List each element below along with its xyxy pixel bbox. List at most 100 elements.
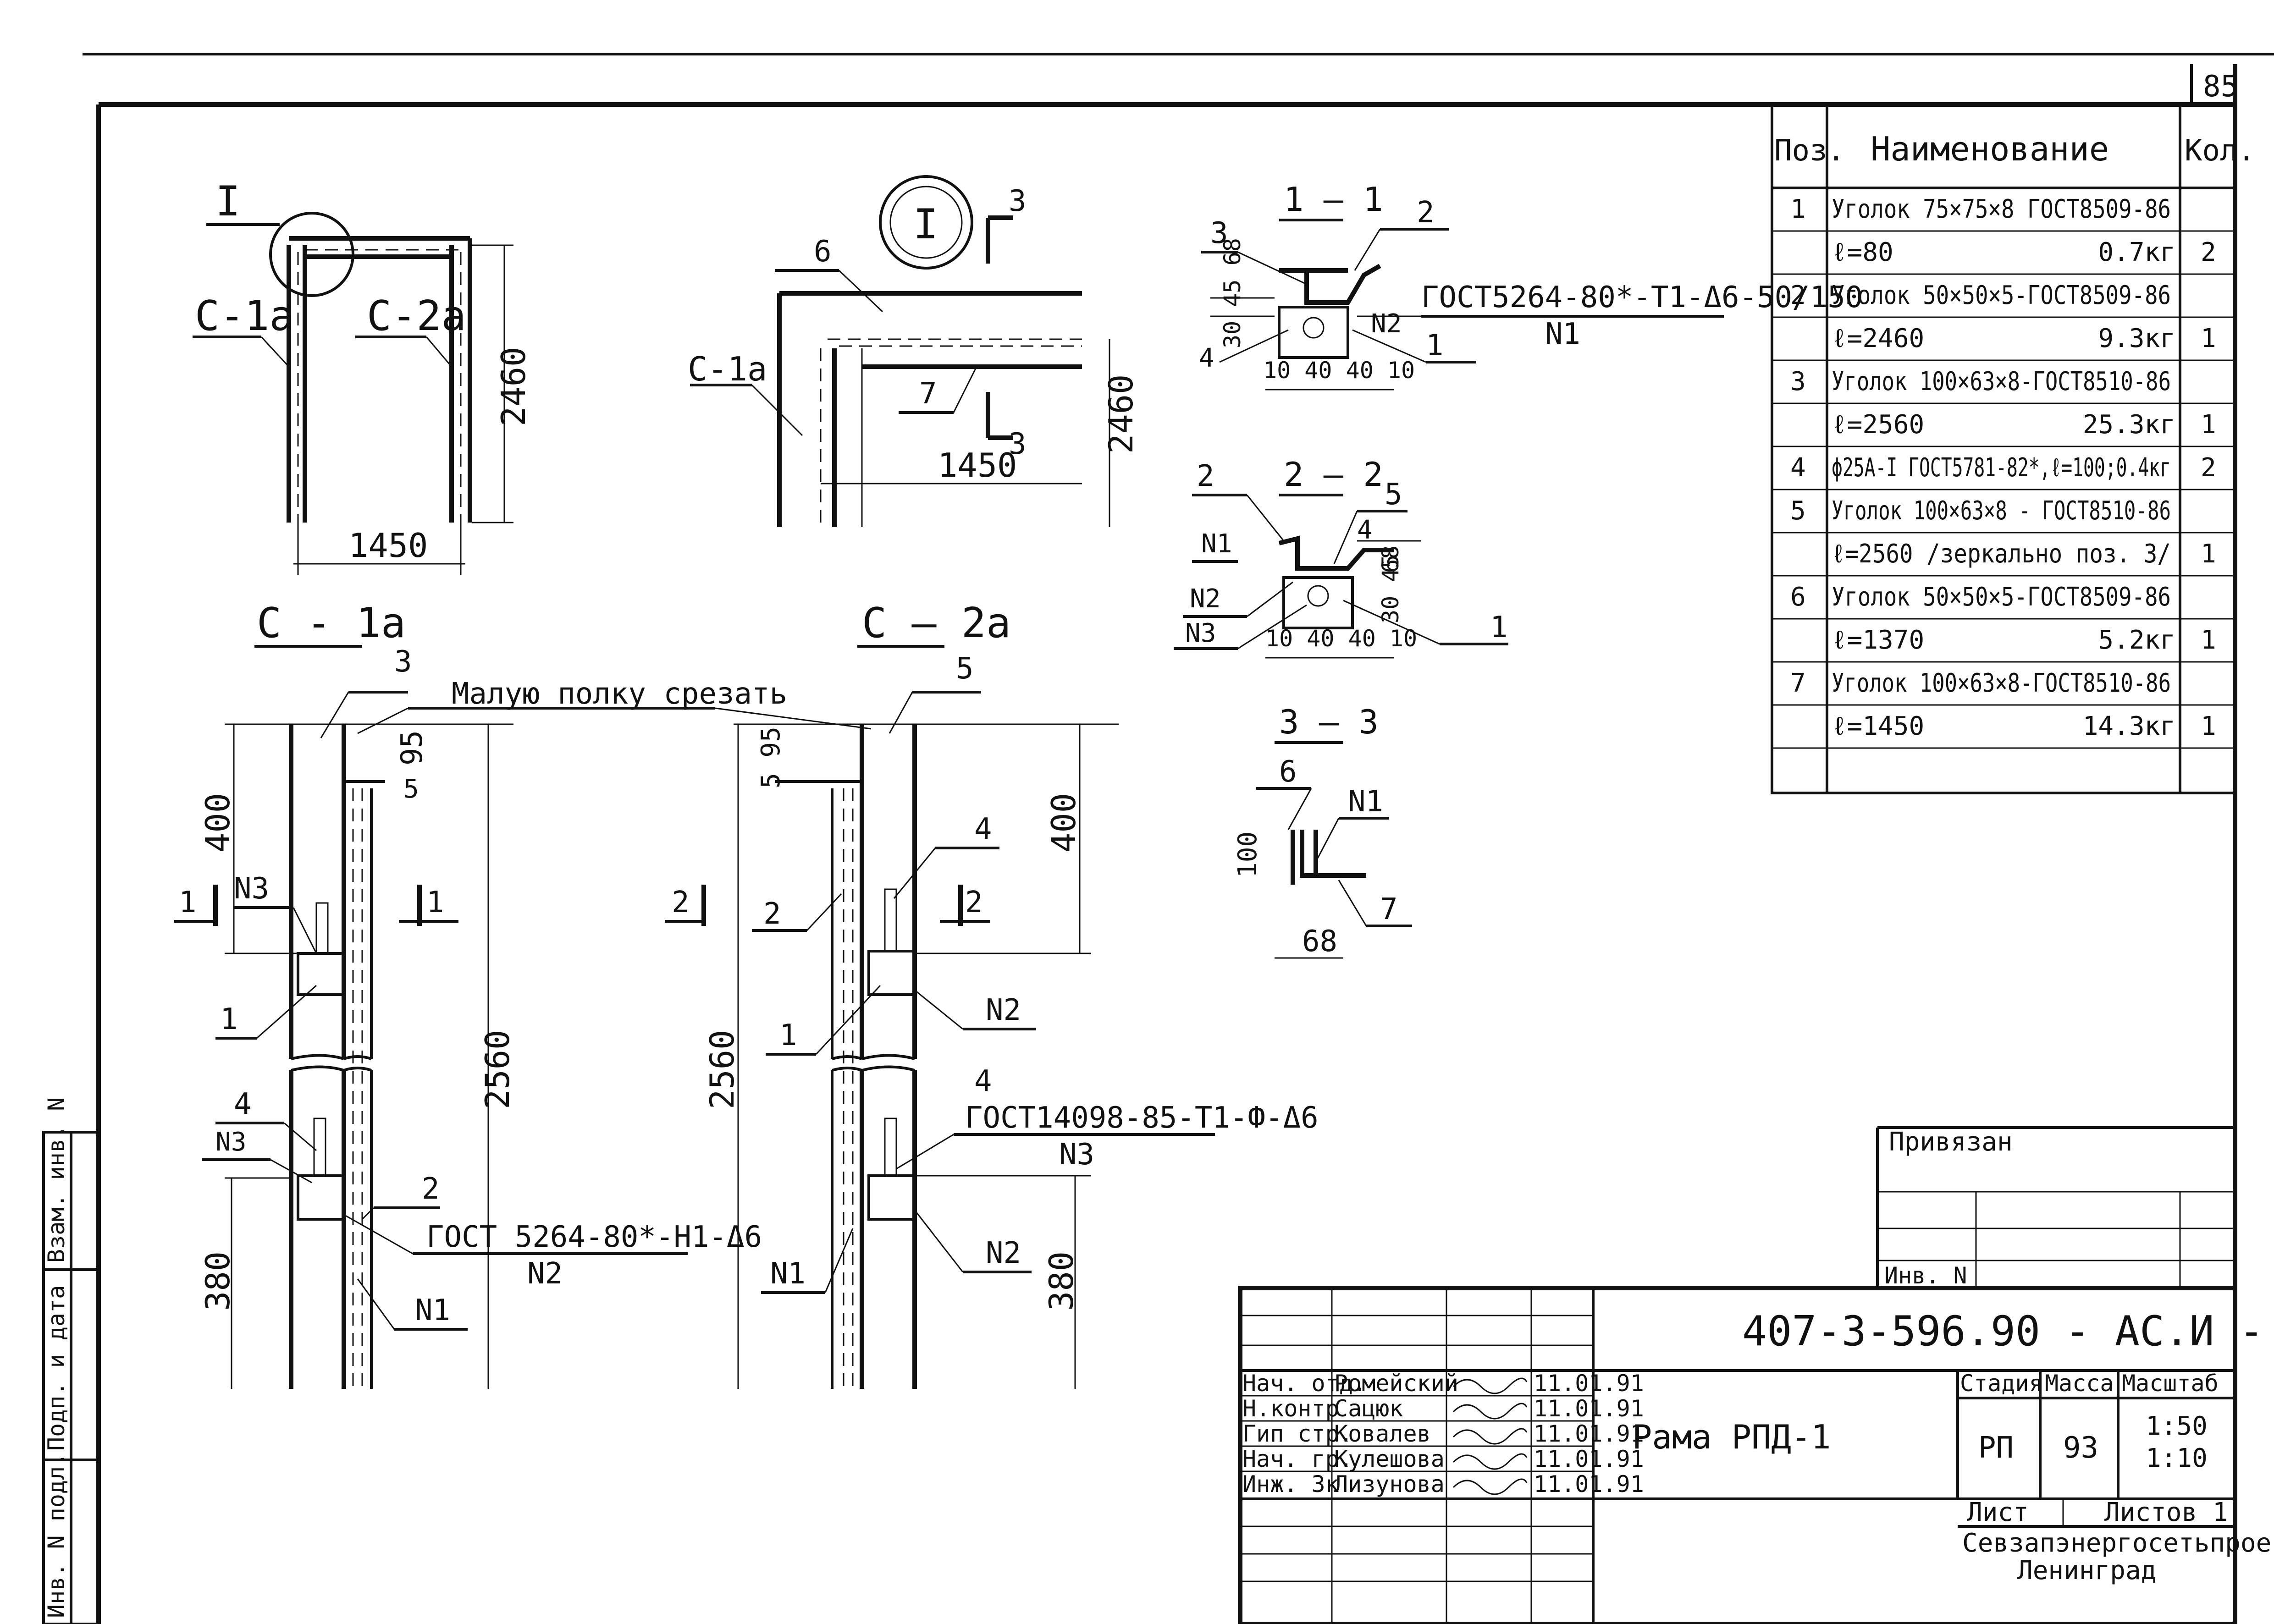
c1a-weld-n3-top: N3	[234, 872, 269, 906]
c1a-plate-bottom	[297, 1174, 345, 1221]
c2a-pos-2: 2	[763, 897, 781, 931]
c1a-length-dimension: 2560	[478, 1030, 517, 1109]
section-3-3-view: 3 — 3 6 N1 100 7 68	[1233, 703, 1412, 959]
sec22-dim-3045: 30 45	[1377, 554, 1404, 623]
spec-header-name: Наименование	[1871, 130, 2109, 168]
sec33-pos-7: 7	[1380, 892, 1398, 926]
mass-value: 93	[2063, 1431, 2098, 1465]
spec-mass: 9.3кг	[2098, 324, 2175, 353]
privyazan-title: Привязан	[1889, 1127, 2013, 1157]
cut-flange-note: Малую полку срезать	[452, 677, 787, 711]
sec11-weld-number: N1	[1545, 317, 1580, 351]
c2a-weld-spec: ГОСТ14098-85-Т1-Ф-Δ6	[965, 1101, 1319, 1135]
spec-name: ℓ=2560 /зеркально поз. 3/	[1832, 539, 2171, 569]
spec-qty: 1	[2201, 539, 2216, 569]
page-number: 85	[2203, 70, 2238, 104]
c2a-length-dimension: 2560	[703, 1030, 741, 1109]
organization-name: Севзапэнергосетьпроект	[1962, 1528, 2274, 1558]
stamp-signature-date: Подп. и дата	[43, 1285, 70, 1451]
right-column-label: С-2а	[367, 292, 466, 340]
signer-name: Сацюк	[1334, 1395, 1403, 1422]
section-1-1-bar	[1303, 317, 1325, 339]
sec33-pos-6: 6	[1279, 755, 1297, 789]
scale-value-2: 1:10	[2146, 1443, 2208, 1473]
privyazan-inv: Инв. N	[1884, 1262, 1967, 1289]
spec-pos: 5	[1790, 496, 1806, 526]
spec-header-qty: Кол.	[2185, 134, 2255, 168]
c2a-break	[832, 1054, 915, 1072]
spec-name: Уголок 100×63×8-ГОСТ8510-86	[1832, 367, 2171, 396]
c2a-weld-n1: N1	[770, 1257, 806, 1291]
stamp-original-inv: Инв. N подл.	[43, 1453, 70, 1618]
c1a-pos-4: 4	[234, 1087, 252, 1121]
signer-role: Гип стр.	[1242, 1420, 1353, 1447]
c1a-weld-n1: N1	[415, 1294, 450, 1327]
spec-mass: 14.3кг	[2083, 711, 2175, 741]
signer-name: Кулешова	[1334, 1446, 1445, 1472]
spec-pos: 3	[1790, 367, 1806, 396]
section-1-1-plate	[1278, 306, 1349, 359]
signer-role: Нач. отд.	[1242, 1370, 1367, 1397]
section-3-label-bottom: 3	[1009, 427, 1027, 461]
c2a-title: С — 2а	[862, 599, 1011, 647]
spec-pos: 7	[1790, 668, 1806, 698]
signer-date: 11.01.91	[1534, 1471, 1644, 1497]
privyazan-block: Привязан Инв. N	[1876, 1126, 2235, 1289]
section-2-2-plate	[1282, 576, 1354, 629]
section-1-1-view: 1 — 1 3 2 30 45 68 4 ГОСТ5264-80*-Т1-Δ6-…	[1199, 180, 1863, 391]
sec22-weld-n1: N1	[1201, 529, 1232, 559]
sec22-pos-4: 4	[1357, 515, 1373, 545]
sec33-dim-100: 100	[1233, 831, 1263, 878]
width-dimension: 1450	[348, 526, 428, 565]
stage-label: Стадия	[1960, 1370, 2043, 1397]
node-width-dimension: 1450	[938, 446, 1017, 484]
drawing-code: 407-3-596.90 - АС.И - 114	[1742, 1307, 2274, 1355]
signature-mark	[1452, 1377, 1528, 1394]
c1a-cut-label-right: 1	[426, 886, 444, 919]
stamp-replacement-inv: Взам. инв. N	[43, 1097, 70, 1263]
c1a-plate-top	[297, 952, 345, 996]
c1a-pos-3: 3	[394, 645, 412, 679]
column-c2a-view: С — 2а 2560 5 95 5 400 2 2 4 2	[665, 599, 1319, 1389]
signer-date: 11.01.91	[1534, 1370, 1644, 1397]
node-pos-6: 6	[814, 235, 832, 269]
spec-mass: 5.2кг	[2098, 625, 2175, 655]
signature-mark	[1452, 1428, 1528, 1445]
c1a-weld-n3-bottom: N3	[215, 1127, 246, 1157]
spec-name: Уголок 50×50×5-ГОСТ8509-86	[1832, 281, 2171, 310]
sec22-dim-68: 68	[1377, 545, 1404, 573]
c2a-weld-n2-bottom: N2	[986, 1236, 1021, 1270]
spec-qty: 1	[2201, 711, 2216, 741]
spec-qty: 2	[2201, 453, 2216, 483]
sec11-weld-n2: N2	[1371, 309, 1402, 339]
node-I-mark: I	[215, 177, 240, 226]
spec-name: ℓ=2460	[1832, 324, 1924, 353]
c1a-dim-400: 400	[199, 793, 237, 853]
sheet-label: Лист	[1967, 1497, 2029, 1527]
c2a-plate-bottom	[867, 1174, 916, 1221]
height-dimension: 2460	[494, 347, 533, 426]
c1a-dim-5: 5	[403, 774, 419, 804]
sec11-pos-3: 3	[1210, 216, 1228, 250]
section-1-1-angle	[1279, 264, 1381, 305]
signature-mark	[1452, 1478, 1528, 1495]
sec22-weld-n2: N2	[1190, 584, 1220, 614]
sec11-pos-1: 1	[1426, 329, 1444, 363]
c2a-plate-top	[867, 950, 916, 996]
spec-mass: 25.3кг	[2083, 410, 2175, 440]
spec-name: Уголок 50×50×5-ГОСТ8509-86	[1832, 582, 2171, 612]
signer-role: Инж. 3к	[1242, 1471, 1339, 1497]
c1a-dim-380: 380	[199, 1251, 237, 1311]
spec-name: Уголок 100×63×8-ГОСТ8510-86	[1832, 668, 2171, 698]
spec-pos: 4	[1790, 453, 1806, 483]
